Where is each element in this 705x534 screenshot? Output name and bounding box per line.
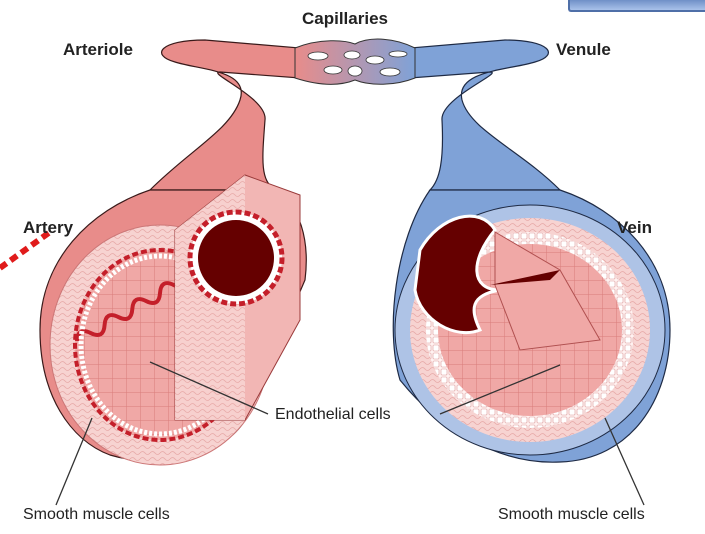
arteriole-tube (150, 40, 300, 190)
label-endothelial-cells: Endothelial cells (275, 406, 391, 424)
artery-cross-section (40, 175, 306, 465)
capillary-bed (295, 39, 415, 84)
label-smooth-muscle-right: Smooth muscle cells (498, 506, 645, 524)
label-vein: Vein (617, 218, 652, 238)
label-venule: Venule (556, 40, 611, 60)
label-capillaries: Capillaries (302, 9, 388, 29)
label-artery: Artery (23, 218, 73, 238)
label-smooth-muscle-left: Smooth muscle cells (23, 506, 170, 524)
venule-tube (410, 40, 560, 190)
label-arteriole: Arteriole (63, 40, 133, 60)
